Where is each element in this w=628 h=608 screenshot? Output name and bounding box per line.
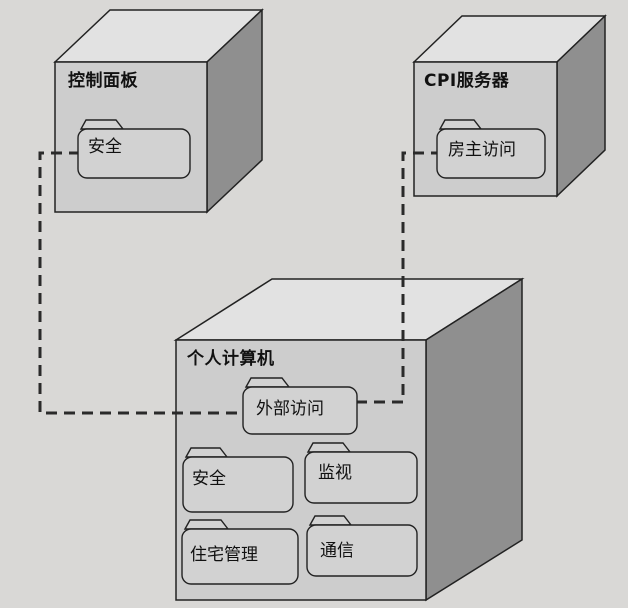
external-access-folder-label: 外部访问 xyxy=(256,399,324,419)
external-access-folder-tab xyxy=(244,377,291,388)
home-management-folder xyxy=(181,519,299,585)
cpi-server-title: CPI服务器 xyxy=(424,71,510,91)
cpi-server-homeowner-access-folder xyxy=(436,119,546,179)
home-management-folder-tab xyxy=(183,519,230,530)
connector-cpi-server-to-external-access xyxy=(356,151,442,404)
control-panel-node xyxy=(53,8,264,214)
control-panel-security-folder-label: 安全 xyxy=(88,137,122,157)
cpi-server-homeowner-access-folder-tab xyxy=(438,119,483,130)
communication-folder-label: 通信 xyxy=(320,541,354,561)
home-management-folder-body xyxy=(181,528,299,585)
pc-security-folder xyxy=(182,447,294,513)
control-panel-security-folder-body xyxy=(77,128,191,179)
communication-folder-body xyxy=(306,524,418,577)
external-access-folder xyxy=(242,377,358,435)
cpi-server-homeowner-access-folder-body xyxy=(436,128,546,179)
control-panel-title: 控制面板 xyxy=(68,71,138,91)
monitoring-folder-tab xyxy=(306,442,352,453)
monitoring-folder-label: 监视 xyxy=(318,463,352,483)
control-panel-security-folder-tab xyxy=(79,119,125,130)
communication-folder-tab xyxy=(308,515,353,526)
external-access-folder-body xyxy=(242,386,358,435)
home-management-folder-label: 住宅管理 xyxy=(190,545,258,565)
connector-control-panel-to-external-access xyxy=(38,151,244,415)
cube-layer xyxy=(38,8,607,602)
communication-folder xyxy=(306,515,418,577)
cpi-server-homeowner-access-folder-label: 房主访问 xyxy=(448,140,516,160)
folder-layer xyxy=(77,119,546,585)
monitoring-folder-body xyxy=(304,451,418,504)
pc-security-folder-label: 安全 xyxy=(192,469,226,489)
control-panel-security-folder xyxy=(77,119,191,179)
pc-security-folder-body xyxy=(182,456,294,513)
pc-security-folder-tab xyxy=(184,447,229,458)
monitoring-folder xyxy=(304,442,418,504)
personal-computer-title: 个人计算机 xyxy=(187,349,275,369)
